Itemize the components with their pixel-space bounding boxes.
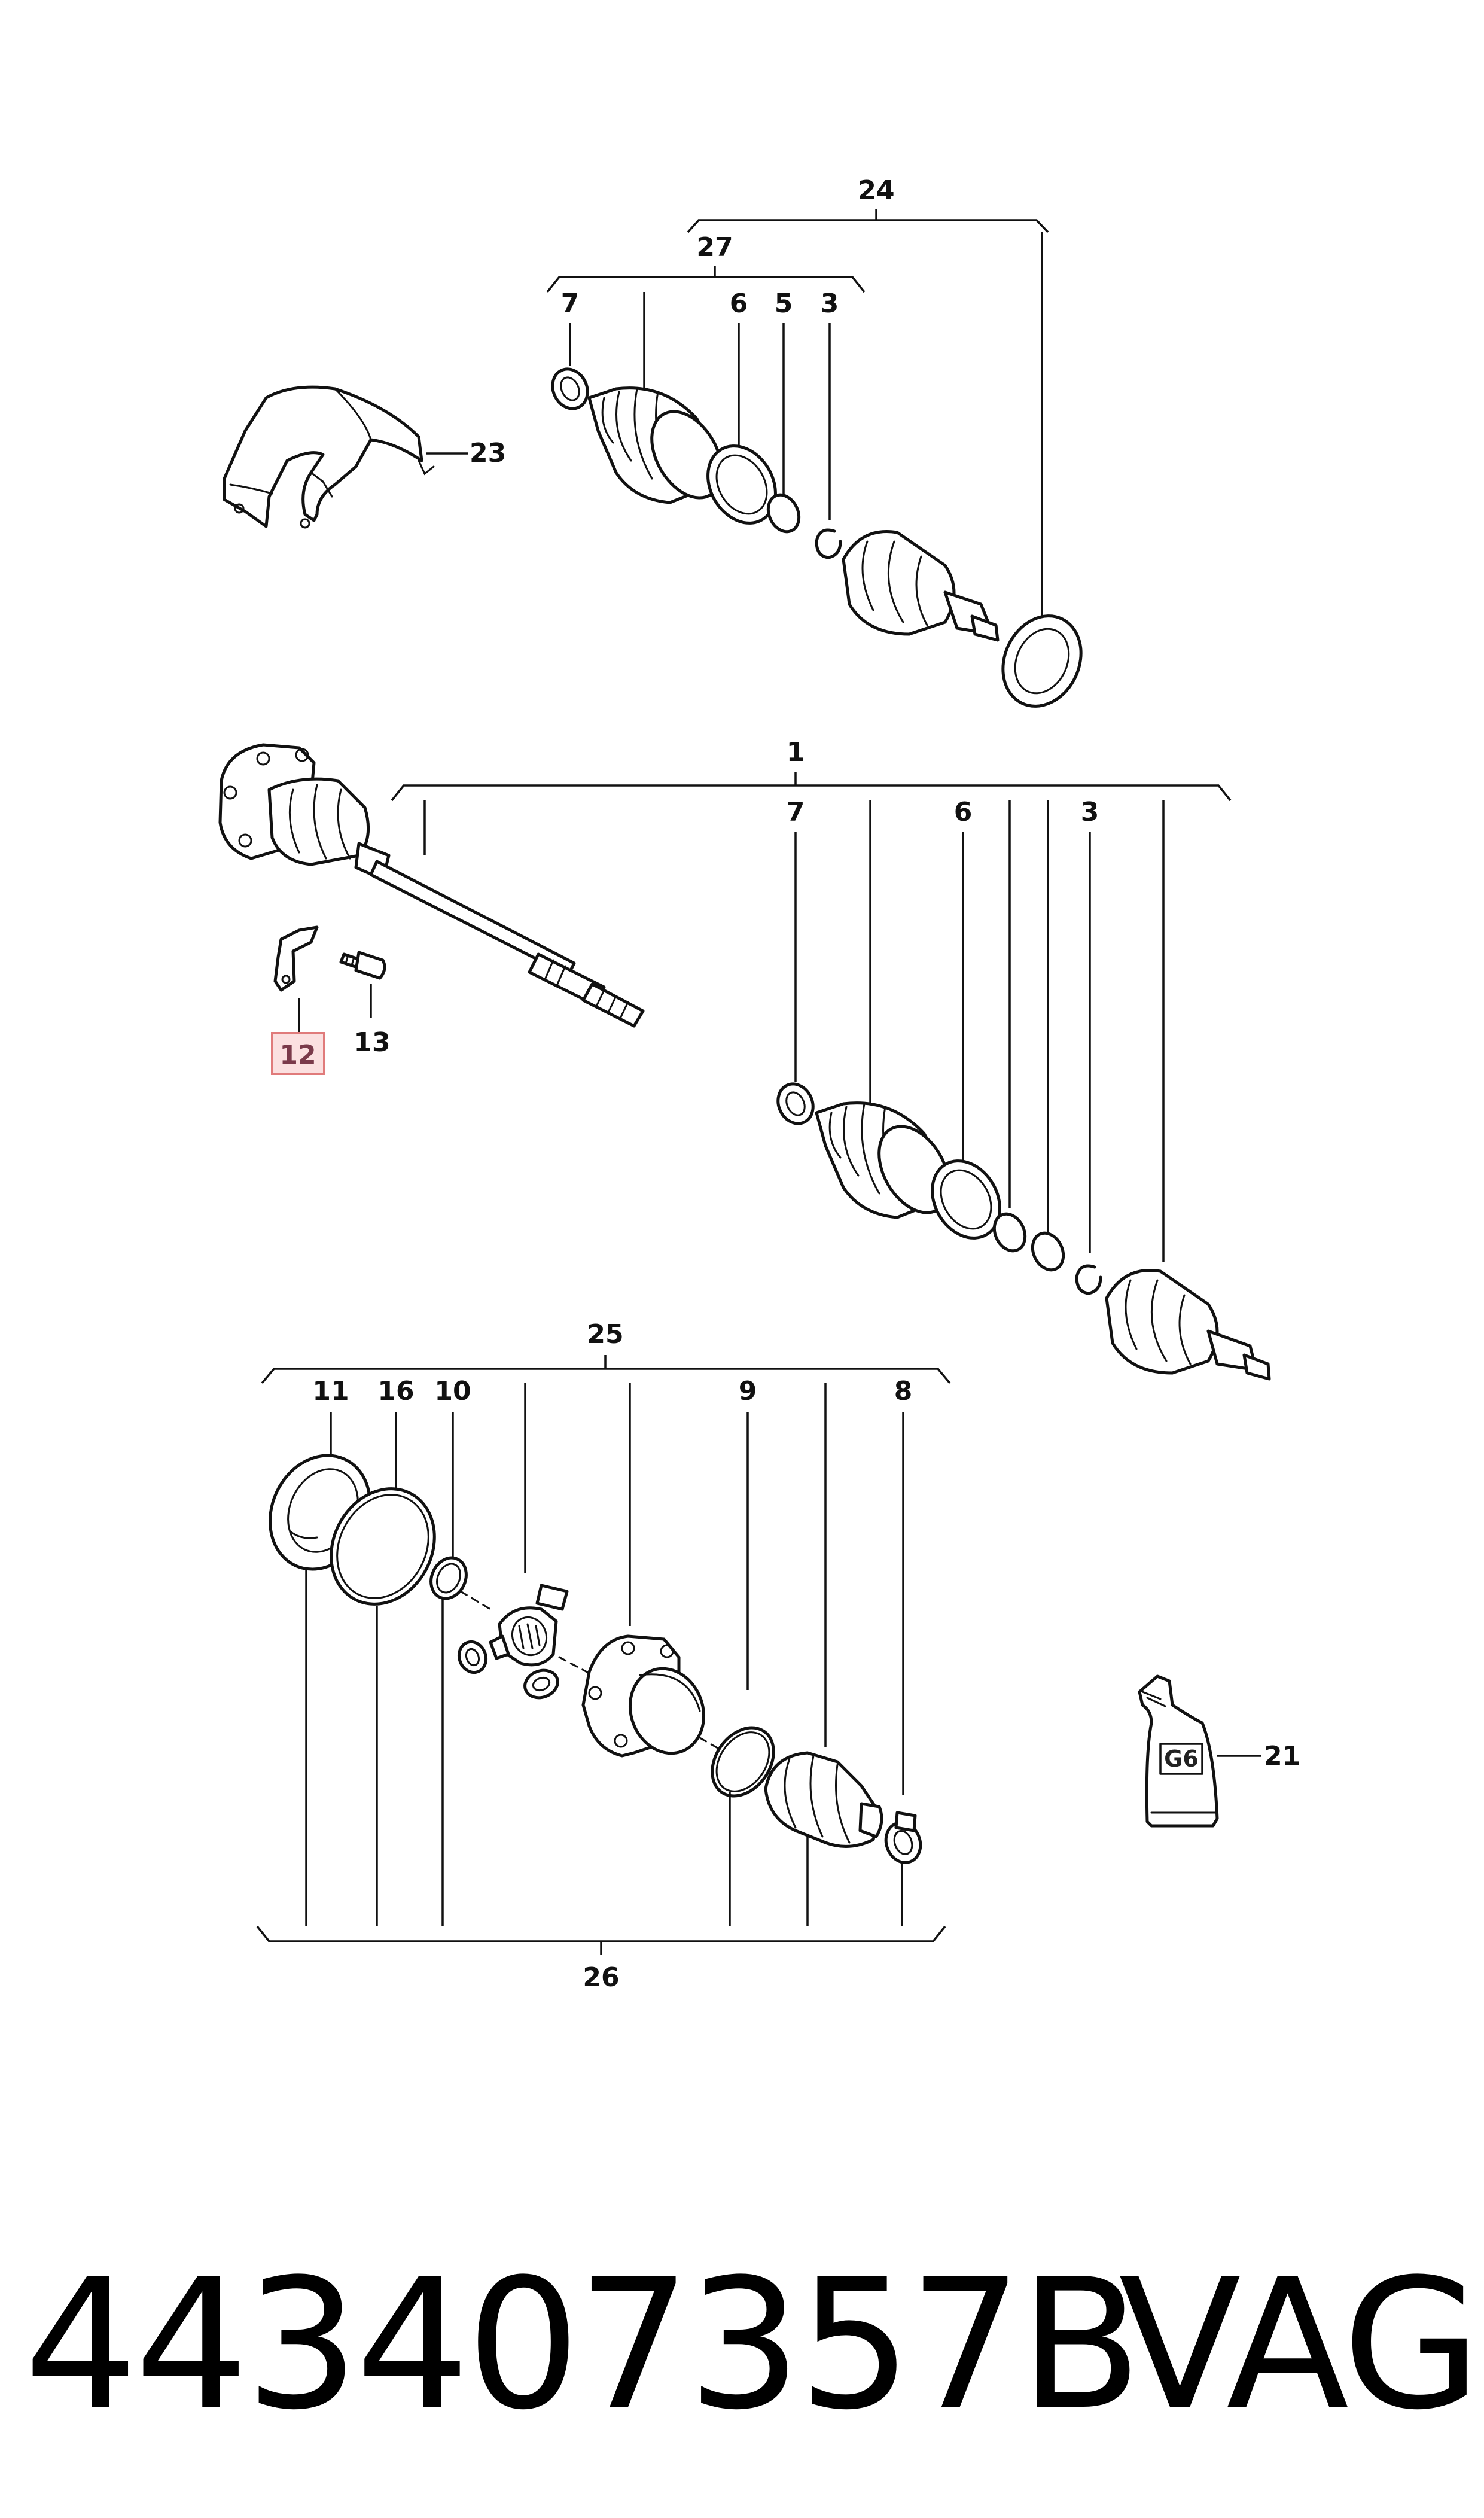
callout-21: 21 (1264, 1741, 1300, 1771)
callout-12: 12 (279, 1040, 316, 1070)
circlip-part (815, 528, 842, 559)
retaining-plate-part (273, 925, 319, 992)
callout-3-top: 3 (821, 288, 839, 319)
part-number-text: 443407357B (24, 2240, 1142, 2449)
circlip-part-mid (1075, 1264, 1102, 1295)
callout-6-top: 6 (730, 288, 748, 319)
callout-5: 5 (775, 288, 793, 319)
callout-3-mid: 3 (1081, 797, 1099, 827)
large-clamp-part (706, 444, 777, 525)
callout-25: 25 (587, 1319, 623, 1350)
large-clamp-part-mid (931, 1159, 1001, 1240)
callout-6-mid: 6 (954, 797, 973, 827)
outer-joint-part (842, 530, 1000, 642)
exploded-parts-diagram: 24 27 7 6 5 3 (218, 175, 1300, 1993)
outer-joint-part-mid (1105, 1269, 1271, 1381)
callout-8: 8 (894, 1376, 913, 1406)
callout-13: 13 (354, 1027, 390, 1058)
callout-27: 27 (696, 232, 733, 263)
bolt-part (339, 951, 386, 980)
axle-shaft-part (369, 860, 645, 1028)
cv-boot-part (587, 386, 723, 504)
joint-kit-25-26-group: 25 11 16 10 9 8 (256, 1319, 951, 1993)
callout-26: 26 (583, 1962, 619, 1993)
retaining-band-part (711, 1726, 775, 1798)
washer-part-mid-b (1031, 1231, 1065, 1272)
callout-11: 11 (312, 1376, 349, 1406)
small-clamp-part-mid (776, 1082, 815, 1125)
o-ring-part (330, 1487, 436, 1606)
boot-clamp-part (884, 1811, 922, 1864)
callout-9: 9 (739, 1376, 757, 1406)
small-clamp-part (551, 367, 589, 410)
highlighted-callout-12-box (271, 1032, 325, 1075)
seal-ring-part (1001, 614, 1083, 708)
inner-joint-flange-part (218, 743, 391, 881)
tube-label-box (1159, 1743, 1203, 1775)
washer-part-mid-a (992, 1212, 1027, 1253)
dished-washer-part (766, 493, 801, 534)
snap-ring-part (429, 1556, 468, 1600)
tube-label: G6 (1164, 1746, 1199, 1772)
grease-tube-group: G6 21 (1138, 1674, 1300, 1828)
callout-16: 16 (377, 1376, 414, 1406)
callout-7-mid: 7 (787, 797, 805, 827)
inner-hub-part (489, 1606, 558, 1667)
callout-24: 24 (858, 175, 894, 206)
joint-housing-part (581, 1634, 706, 1758)
cv-boot-part-mid (815, 1101, 950, 1219)
heat-shield-group: 23 (223, 385, 506, 529)
callout-23: 23 (470, 438, 506, 468)
joint-boot-part (764, 1751, 883, 1848)
balls-and-cage-part (457, 1584, 569, 1700)
callout-1: 1 (787, 737, 805, 768)
drive-shaft-1-group: 1 (218, 737, 1271, 1381)
brand-text: VAG (1119, 2240, 1481, 2449)
boot-kit-24-group: 24 27 7 6 5 3 (546, 175, 1083, 708)
callout-10: 10 (434, 1376, 471, 1406)
callout-7-top: 7 (561, 288, 580, 319)
